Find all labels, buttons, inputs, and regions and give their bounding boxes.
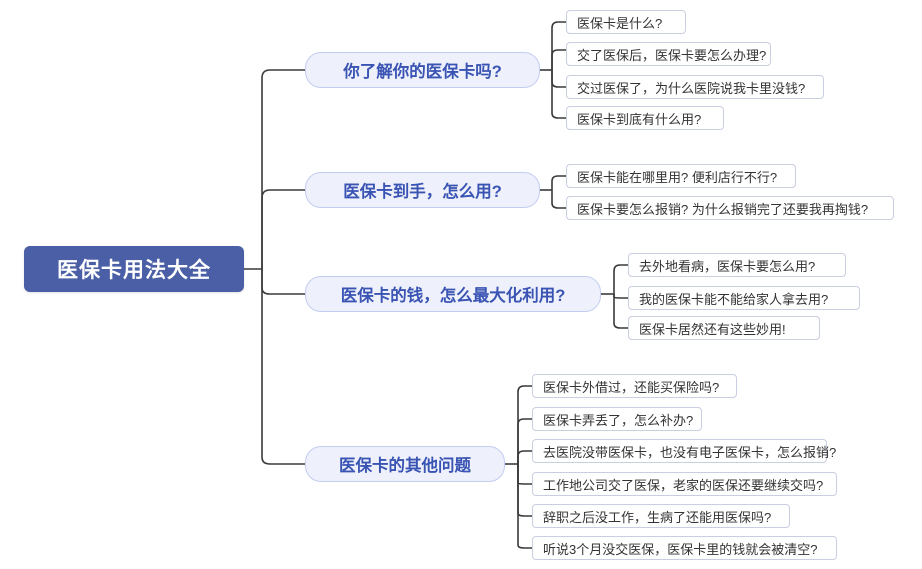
leaf-label-4-4: 工作地公司交了医保，老家的医保还要继续交吗? — [543, 477, 824, 493]
leaf-label-4-6: 听说3个月没交医保，医保卡里的钱就会被清空? — [543, 541, 818, 557]
leaf-node-4-5[interactable]: 辞职之后没工作，生病了还能用医保吗? — [532, 504, 790, 528]
leaf-label-3-1: 去外地看病，医保卡要怎么用? — [639, 258, 816, 274]
leaf-label-4-2: 医保卡弄丢了，怎么补办? — [543, 412, 694, 428]
branch-node-1[interactable]: 你了解你的医保卡吗? — [305, 52, 540, 88]
leaf-label-4-5: 辞职之后没工作，生病了还能用医保吗? — [543, 509, 772, 525]
leaf-node-4-6[interactable]: 听说3个月没交医保，医保卡里的钱就会被清空? — [532, 536, 837, 560]
leaf-label-1-4: 医保卡到底有什么用? — [577, 111, 702, 127]
branch-label-3: 医保卡的钱，怎么最大化利用? — [340, 287, 566, 305]
root-node[interactable]: 医保卡用法大全 — [24, 246, 244, 292]
leaf-label-1-2: 交了医保后，医保卡要怎么办理? — [577, 47, 767, 63]
leaf-label-2-2: 医保卡要怎么报销? 为什么报销完了还要我再掏钱? — [577, 201, 869, 217]
branch-node-4[interactable]: 医保卡的其他问题 — [305, 446, 505, 482]
leaf-label-1-3: 交过医保了，为什么医院说我卡里没钱? — [577, 80, 806, 96]
leaf-node-3-3[interactable]: 医保卡居然还有这些妙用! — [628, 316, 820, 340]
branch-node-3[interactable]: 医保卡的钱，怎么最大化利用? — [305, 276, 601, 312]
branch-label-1: 你了解你的医保卡吗? — [343, 63, 502, 81]
leaf-label-3-2: 我的医保卡能不能给家人拿去用? — [639, 291, 829, 307]
leaf-label-1-1: 医保卡是什么? — [577, 15, 663, 31]
leaf-label-4-1: 医保卡外借过，还能买保险吗? — [543, 379, 720, 395]
leaf-node-2-2[interactable]: 医保卡要怎么报销? 为什么报销完了还要我再掏钱? — [566, 196, 894, 220]
leaf-node-2-1[interactable]: 医保卡能在哪里用? 便利店行不行? — [566, 164, 796, 188]
leaf-node-4-3[interactable]: 去医院没带医保卡，也没有电子医保卡，怎么报销? — [532, 439, 836, 463]
leaf-label-4-3: 去医院没带医保卡，也没有电子医保卡，怎么报销? — [543, 444, 837, 460]
leaf-node-1-4[interactable]: 医保卡到底有什么用? — [566, 106, 724, 130]
leaf-node-1-2[interactable]: 交了医保后，医保卡要怎么办理? — [566, 42, 771, 66]
leaf-node-3-2[interactable]: 我的医保卡能不能给家人拿去用? — [628, 286, 860, 310]
leaf-label-2-1: 医保卡能在哪里用? 便利店行不行? — [577, 169, 778, 185]
leaf-node-1-1[interactable]: 医保卡是什么? — [566, 10, 686, 34]
branch-node-2[interactable]: 医保卡到手，怎么用? — [305, 172, 540, 208]
branch-label-2: 医保卡到手，怎么用? — [343, 183, 502, 201]
leaf-node-4-2[interactable]: 医保卡弄丢了，怎么补办? — [532, 407, 702, 431]
leaf-label-3-3: 医保卡居然还有这些妙用! — [639, 321, 786, 337]
branch-label-4: 医保卡的其他问题 — [339, 457, 471, 475]
root-label: 医保卡用法大全 — [57, 259, 211, 282]
leaf-node-3-1[interactable]: 去外地看病，医保卡要怎么用? — [628, 253, 846, 277]
leaf-node-4-1[interactable]: 医保卡外借过，还能买保险吗? — [532, 374, 737, 398]
leaf-node-4-4[interactable]: 工作地公司交了医保，老家的医保还要继续交吗? — [532, 472, 837, 496]
leaf-node-1-3[interactable]: 交过医保了，为什么医院说我卡里没钱? — [566, 75, 824, 99]
